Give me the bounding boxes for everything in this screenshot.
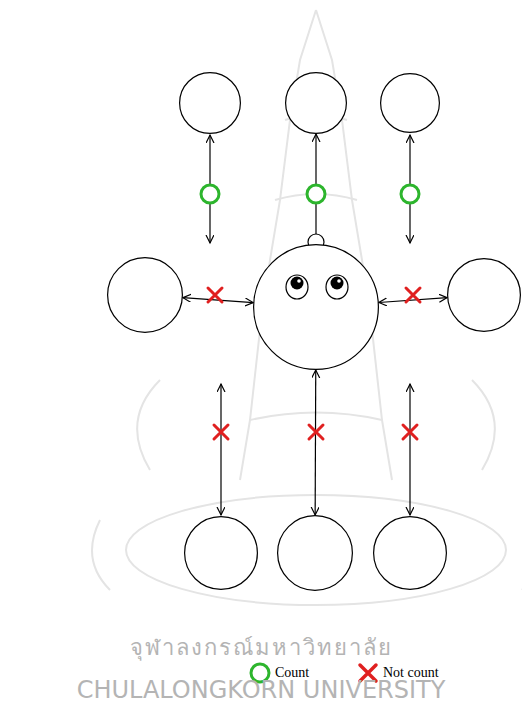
circle-outline: [179, 72, 241, 134]
count-mark: [201, 185, 219, 203]
neighbor-circle: [447, 258, 521, 332]
circle-outline: [380, 73, 440, 133]
watermark-text: จุฬาลงกรณ์มหาวิทยาลัย: [130, 630, 393, 665]
legend-text: Not count: [383, 665, 439, 681]
circle-outline: [184, 516, 258, 590]
relation-arrow: [379, 298, 447, 303]
not-count-mark: [208, 288, 222, 302]
watermark-text: CHULALONGKORN UNIVERSITY: [77, 676, 446, 704]
relation-arrow: [220, 384, 221, 515]
neighbor-circle: [285, 72, 347, 134]
face-circle: [253, 244, 379, 370]
neighbor-circle: [380, 73, 440, 133]
neighbor-circle: [107, 257, 183, 333]
neighbor-circle: [373, 516, 447, 590]
neighbor-circle: [184, 516, 258, 590]
circle-outline: [253, 244, 379, 370]
circle-outline: [107, 257, 183, 333]
neighbor-circle: [179, 72, 241, 134]
count-mark: [401, 185, 419, 203]
circle-outline: [447, 258, 521, 332]
count-mark: [307, 185, 325, 203]
neighbor-circle: [277, 515, 353, 591]
not-count-mark: [406, 288, 420, 302]
circle-outline: [277, 515, 353, 591]
not-count-mark: [214, 425, 228, 439]
circle-outline: [285, 72, 347, 134]
not-count-mark: [309, 425, 323, 439]
relation-arrow: [315, 370, 317, 515]
legend-text: Count: [275, 665, 309, 681]
relation-arrow: [409, 384, 410, 515]
circle-outline: [373, 516, 447, 590]
not-count-mark: [403, 425, 417, 439]
